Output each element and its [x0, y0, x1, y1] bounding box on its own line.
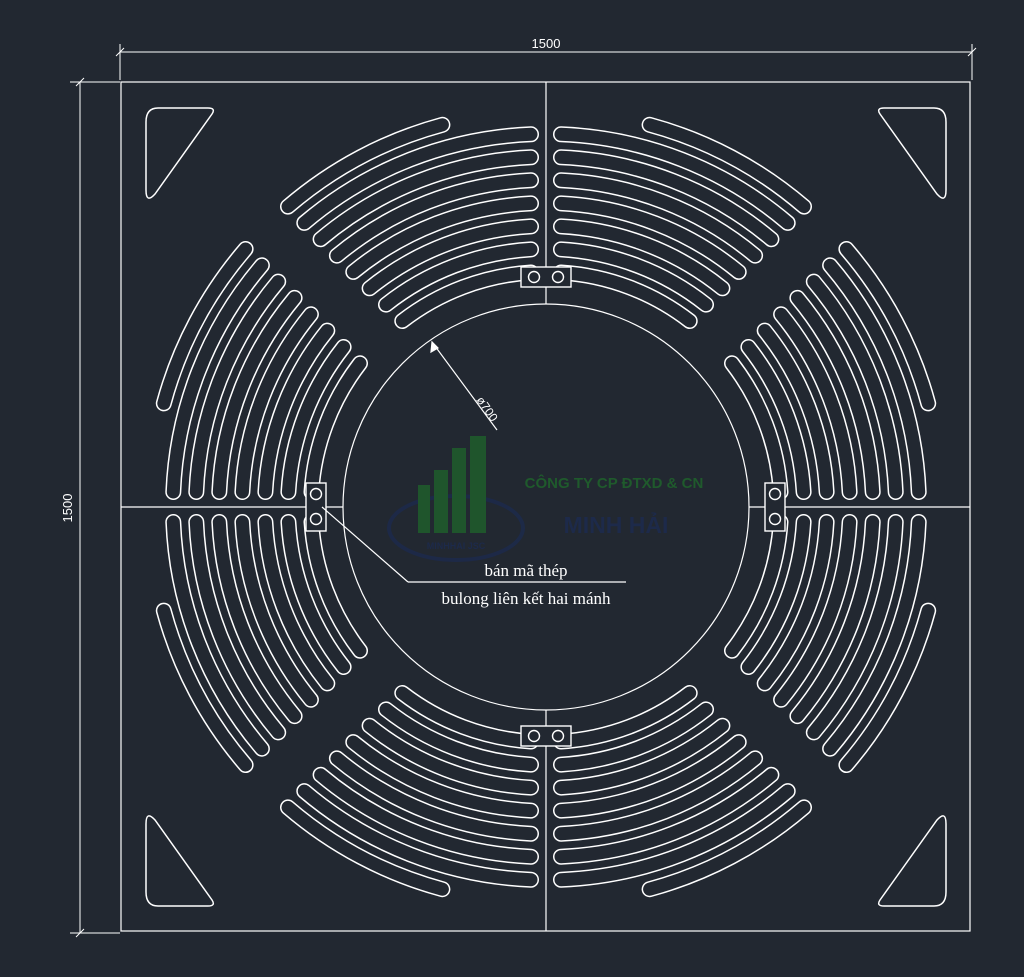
slot-opening [823, 258, 926, 499]
slot-opening [725, 515, 787, 658]
slot-opening [758, 324, 834, 499]
connection-plate-right [764, 482, 786, 532]
dimension-top-label: 1500 [532, 36, 561, 51]
slot-opening [774, 307, 857, 499]
slot-opening [790, 291, 880, 499]
slot-opening [189, 515, 285, 739]
slot-opening [281, 340, 351, 499]
slot-opening [554, 127, 795, 230]
slot-opening [346, 196, 538, 279]
slot-opening [839, 242, 935, 410]
bolt-icon [551, 270, 565, 284]
slot-opening [395, 266, 538, 328]
slot-opening [554, 751, 762, 841]
bolt-icon [768, 512, 782, 526]
watermark-company-line: CÔNG TY CP ĐTXD & CN [525, 474, 704, 492]
slot-opening [554, 196, 746, 279]
note-line2: bulong liên kết hai mánh [441, 589, 611, 608]
bolt-icon [309, 487, 323, 501]
slot-opening [258, 515, 334, 690]
slot-opening [157, 604, 253, 772]
slot-opening [554, 173, 762, 263]
slot-opening [823, 515, 926, 756]
slot-opening [395, 686, 538, 748]
slot-opening [554, 784, 795, 887]
slot-opening [330, 751, 538, 841]
watermark-logo [387, 436, 525, 562]
dimension-left-label: 1500 [60, 494, 75, 523]
dimension-left [70, 77, 120, 938]
corner-plate-br [877, 815, 947, 907]
slot-opening [157, 242, 253, 410]
corner-plate-tl [145, 107, 215, 199]
slot-opening [379, 242, 538, 312]
slot-opening [330, 173, 538, 263]
watermark-logo-text: MINHHAI JSC [427, 541, 486, 551]
slot-opening [297, 784, 538, 887]
grate-outline [120, 81, 971, 932]
center-hole [342, 303, 750, 711]
slot-opening [258, 324, 334, 499]
slot-opening [643, 118, 811, 214]
slot-opening [554, 702, 713, 772]
connection-plate-bottom [520, 725, 572, 747]
slot-opening [807, 515, 903, 739]
connection-plate-top [520, 266, 572, 288]
slot-opening [807, 275, 903, 499]
slot-opening [554, 735, 746, 818]
slot-opening [297, 127, 538, 230]
slot-opening [281, 800, 449, 896]
slot-opening [281, 118, 449, 214]
slot-opening [363, 219, 538, 295]
slot-opening [314, 768, 538, 864]
slot-opening [554, 266, 697, 328]
note-line1: bán mã thép [484, 561, 567, 580]
slot-opening [189, 275, 285, 499]
slot-opening [554, 150, 778, 246]
slot-opening [758, 515, 834, 690]
slot-opening [554, 219, 729, 295]
connection-plates [305, 266, 786, 747]
bolt-icon [527, 729, 541, 743]
slot-opening [741, 340, 811, 499]
diameter-leader [430, 340, 498, 431]
corner-plate-bl [145, 815, 215, 907]
bolt-icon [309, 512, 323, 526]
slot-opening [554, 686, 697, 748]
slot-opening [790, 515, 880, 723]
slot-opening [166, 258, 269, 499]
slot-opening [235, 515, 318, 707]
slot-opening [741, 515, 811, 674]
slot-opening [305, 356, 367, 499]
watermark-company-name: MINH HẢI [564, 510, 669, 538]
slot-opening [235, 307, 318, 499]
grate-slots [155, 116, 937, 898]
slot-opening [643, 800, 811, 896]
slot-opening [314, 150, 538, 246]
corner-plates [145, 107, 947, 907]
diameter-label: ø700 [474, 394, 501, 425]
slot-opening [725, 356, 787, 499]
slot-opening [774, 515, 857, 707]
slot-opening [839, 604, 935, 772]
slot-opening [554, 768, 778, 864]
bolt-icon [551, 729, 565, 743]
dimension-top [115, 44, 977, 80]
slot-opening [554, 719, 729, 795]
slot-opening [166, 515, 269, 756]
connection-plate-left [305, 482, 327, 532]
slot-opening [346, 735, 538, 818]
slot-opening [363, 719, 538, 795]
bolt-icon [527, 270, 541, 284]
slot-opening [281, 515, 351, 674]
slot-opening [212, 291, 302, 499]
slot-opening [305, 515, 367, 658]
note-leader [321, 506, 626, 583]
slot-opening [554, 242, 713, 312]
slot-opening [212, 515, 302, 723]
bolt-icon [768, 487, 782, 501]
corner-plate-tr [877, 107, 947, 199]
slot-opening [379, 702, 538, 772]
